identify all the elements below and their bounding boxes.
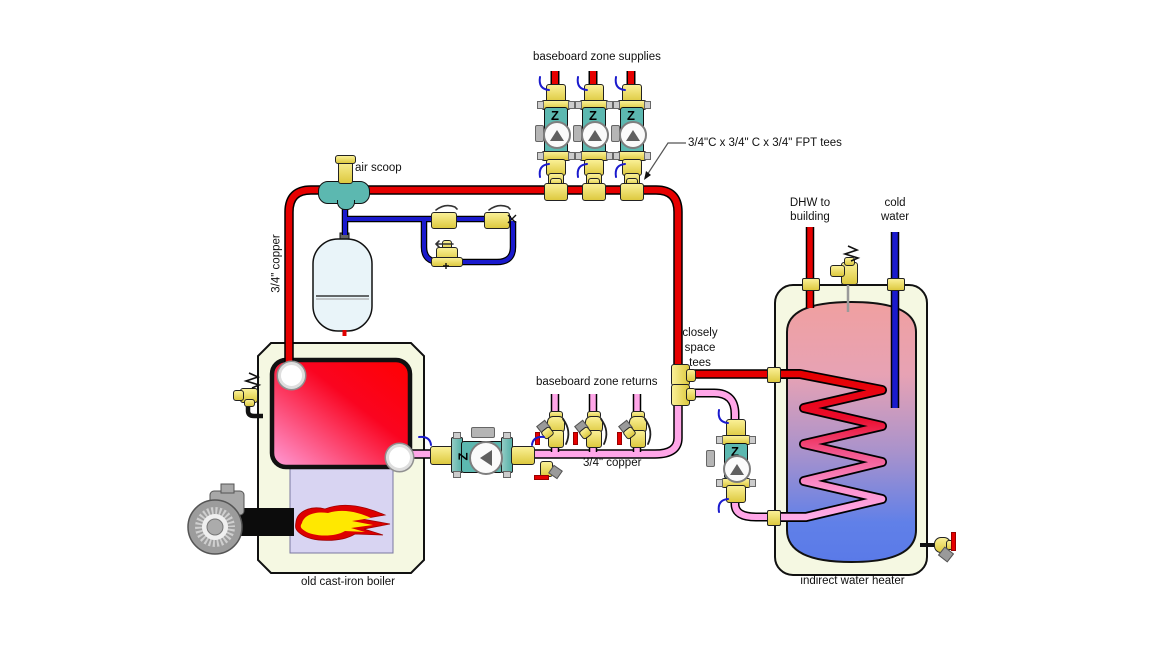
burner-flame-inner [300, 510, 373, 536]
boiler-supply-port [278, 362, 305, 389]
burner-flame-outer [295, 504, 391, 541]
tee-stub [686, 388, 696, 401]
label-zone-returns: baseboard zone returns [536, 376, 658, 388]
label-closely-line1: closely [682, 327, 718, 339]
drain-handle [573, 432, 578, 445]
label-boiler: old cast-iron boiler [301, 576, 395, 588]
flange-bolt [606, 152, 613, 160]
flange-bolt [716, 436, 723, 444]
relief-spring-icon [243, 372, 262, 389]
flange-bolt [749, 479, 756, 487]
fpt-tee [582, 183, 606, 201]
flange-bolt [749, 436, 756, 444]
label-dhw: DHW to building [778, 196, 842, 224]
label-cold-line1: cold [884, 197, 906, 209]
label-fpt-tees: 3/4"C x 3/4" C x 3/4" FPT tees [688, 137, 842, 149]
burner-motor [187, 499, 243, 555]
tp-valve-outlet [830, 265, 845, 277]
burner-tube [232, 508, 294, 536]
burner-housing [209, 490, 245, 516]
relief-valve-outlet [244, 399, 255, 407]
boiler-return-port [386, 444, 413, 471]
label-dhw-line2: building [790, 211, 830, 223]
pump-volute [469, 441, 503, 475]
flange-bolt [537, 152, 544, 160]
tank-coupling [767, 510, 781, 526]
air-scoop-bottom-port [337, 200, 355, 210]
water-heater-tank [786, 300, 917, 564]
relief-valve-cap [233, 390, 244, 401]
drain-handle [617, 432, 622, 445]
flow-arrow-up-icon [730, 463, 744, 475]
tank-coupling [887, 278, 905, 291]
flange-bolt [606, 101, 613, 109]
label-dhw-line1: DHW to [789, 197, 831, 209]
pump-volute [543, 121, 571, 149]
air-vent-cap [335, 155, 356, 164]
label-cold-line2: water [880, 211, 910, 223]
drain-handle [534, 475, 549, 480]
label-water-heater: indirect water heater [800, 575, 905, 587]
fpt-tee [544, 183, 568, 201]
label-return-copper: 3/4" copper [583, 457, 642, 469]
pump-junction-box [471, 427, 495, 438]
flange-bolt [644, 152, 651, 160]
water-heater-shell [774, 284, 928, 576]
tp-valve-cap [844, 257, 855, 266]
combustion-chamber [289, 467, 394, 554]
fpt-tee [620, 183, 644, 201]
flange-bolt [453, 432, 461, 439]
fill-ball-valve [431, 212, 457, 229]
label-supply-copper: 3/4" copper [270, 234, 283, 293]
label-closely-spaced-tees: closely space tees [670, 326, 730, 371]
pump-marking: Z [551, 108, 559, 123]
flow-arrow-left-icon [480, 450, 492, 466]
flange-bolt [503, 432, 511, 439]
flow-arrow-up-icon [550, 129, 564, 141]
flow-arrow-up-icon [588, 129, 602, 141]
label-zone-supplies: baseboard zone supplies [533, 51, 661, 63]
flange-bolt [503, 471, 511, 478]
pump-junction-box [706, 450, 715, 467]
tank-drain-handle [951, 532, 956, 551]
flange-bolt [575, 152, 582, 160]
drain-handle [535, 432, 540, 445]
pump-volute [619, 121, 647, 149]
burner-housing-tab [220, 483, 235, 494]
flange-bolt [568, 101, 575, 109]
pressure-reducing-valve-base [431, 257, 463, 267]
pump-marking: Z [627, 108, 635, 123]
flange-bolt [453, 471, 461, 478]
flange-bolt [613, 101, 620, 109]
expansion-tank [312, 232, 373, 336]
label-cold-water: cold water [863, 196, 927, 224]
tank-coupling [802, 278, 820, 291]
pump-isolation-valve [511, 446, 535, 465]
tank-coupling [767, 367, 781, 383]
flange-bolt [537, 101, 544, 109]
pump-marking: Z [731, 444, 739, 459]
fill-water-piping [343, 200, 515, 264]
pump-volute [723, 455, 751, 483]
pump-isolation-valve [726, 485, 746, 503]
pump-volute [581, 121, 609, 149]
flange-bolt [575, 101, 582, 109]
flange-bolt [613, 152, 620, 160]
label-closely-line3: tees [689, 357, 711, 369]
flange-bolt [568, 152, 575, 160]
flange-bolt [716, 479, 723, 487]
pump-marking: Z [589, 108, 597, 123]
flow-arrow-up-icon [626, 129, 640, 141]
label-closely-line2: space [684, 342, 716, 354]
callout-leader [644, 142, 686, 180]
indirect-coil [776, 370, 886, 521]
flange-bolt [644, 101, 651, 109]
fill-ball-valve [484, 212, 510, 229]
label-air-scoop: air scoop [355, 162, 402, 174]
